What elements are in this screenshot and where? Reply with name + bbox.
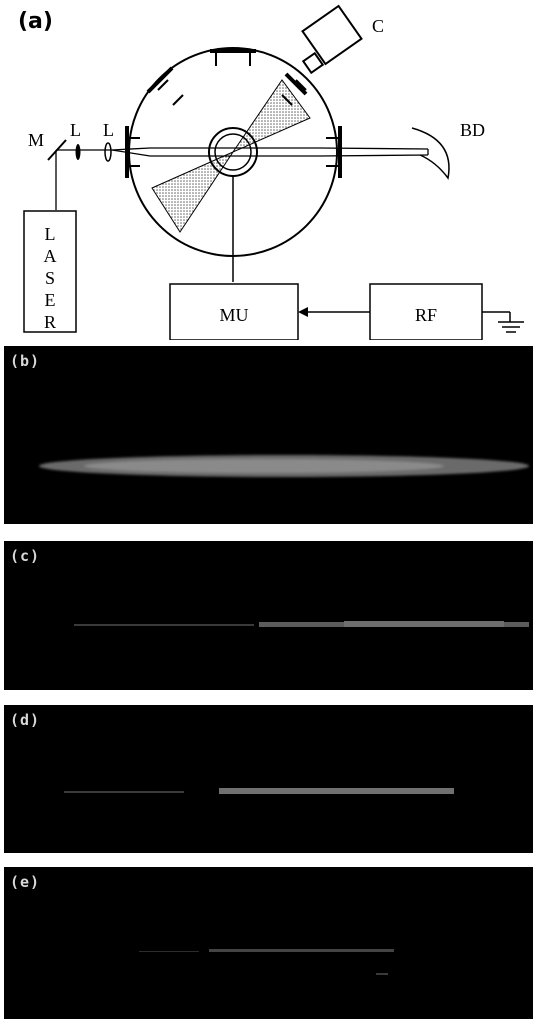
discharge-emission-e (139, 949, 394, 975)
camera (301, 4, 363, 75)
beam-dump (411, 127, 450, 180)
lens-2 (104, 142, 112, 162)
lens-2-label: L (103, 120, 114, 140)
discharge-emission-b (39, 455, 529, 477)
camera-label: C (372, 16, 384, 36)
rf-generator-box (369, 283, 483, 340)
lens-1 (75, 144, 81, 160)
laser-beam (55, 147, 429, 210)
chamber-ports (125, 49, 342, 178)
lens-1-label: L (70, 120, 81, 140)
mirror (47, 139, 67, 161)
matching-unit-label: MU (219, 305, 248, 325)
ground-icon (482, 311, 524, 333)
beam-dump-label: BD (460, 120, 485, 140)
panel-label-e: (e) (10, 873, 41, 891)
panel-label-b: (b) (10, 352, 41, 370)
matching-unit-box (169, 283, 299, 340)
scattered-light-cone-lower (151, 150, 235, 233)
rf-generator-label: RF (415, 305, 437, 325)
inner-electrode (214, 133, 252, 171)
panel-label-c: (c) (10, 547, 41, 565)
discharge-emission-c (74, 621, 529, 627)
discharge-emission-d (64, 788, 454, 794)
scattered-light-cone-upper (231, 79, 311, 154)
laser-box (23, 210, 77, 333)
image-panel-b: (b) (4, 346, 533, 524)
image-panel-c: (c) (4, 541, 533, 690)
experimental-setup-diagram: (a) C BD M (18, 4, 524, 340)
arrowhead (298, 307, 308, 317)
panel-label-d: (d) (10, 711, 41, 729)
panel-label-a: (a) (18, 9, 53, 34)
image-panel-e: (e) (4, 867, 533, 1019)
mirror-label: M (28, 130, 44, 150)
image-panel-d: (d) (4, 705, 533, 853)
